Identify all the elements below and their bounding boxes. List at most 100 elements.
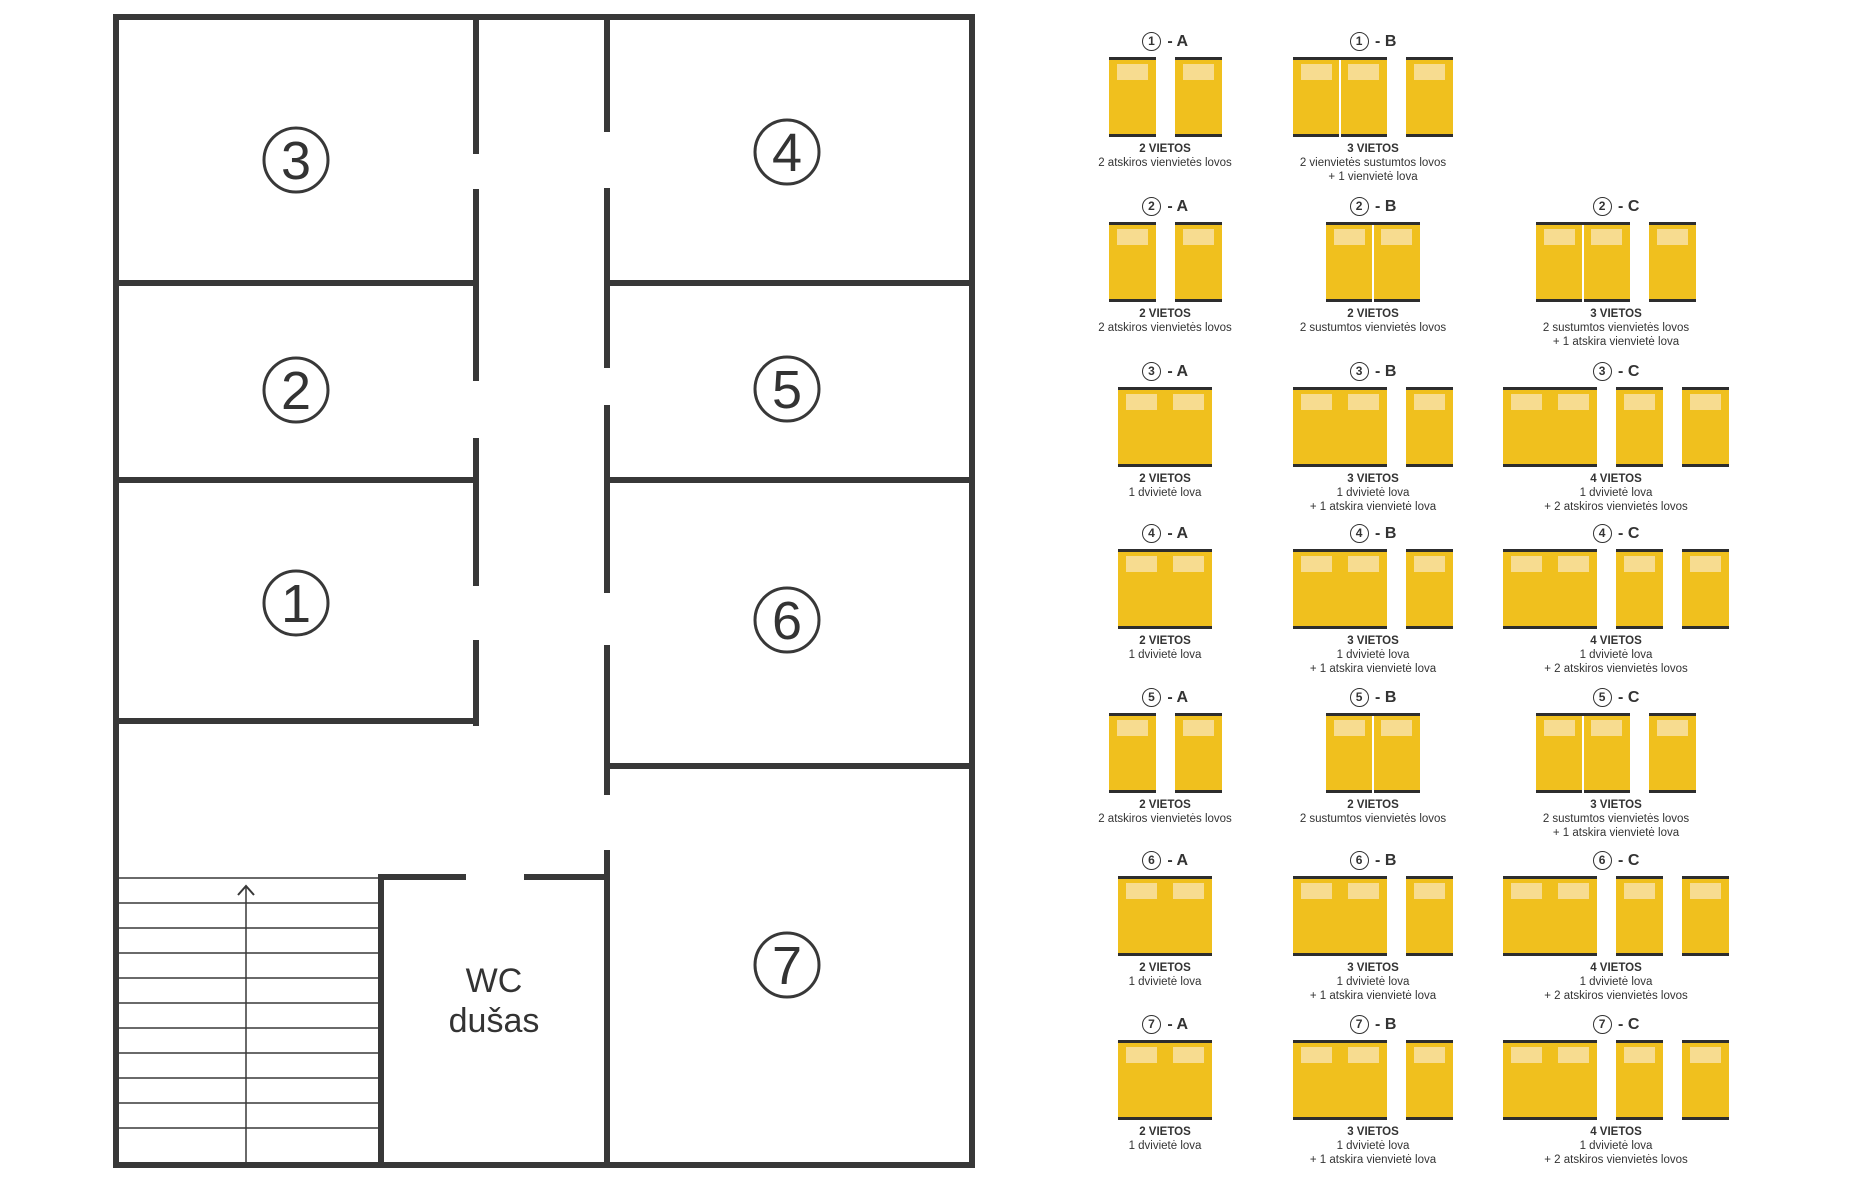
joined-single-beds-icon (1536, 713, 1630, 796)
bed-arrangement (1248, 549, 1498, 629)
pillow-icon (1690, 394, 1721, 410)
option-variant: C (1627, 689, 1640, 706)
room-number-badge: 5 (1592, 688, 1612, 707)
bed-description: 2 sustumtos vienvietės lovos (1299, 813, 1447, 825)
capacity-label: 2 VIETOS (1139, 1126, 1191, 1138)
pillow-icon (1414, 394, 1445, 410)
option-separator: - (1613, 1016, 1628, 1033)
double-bed-icon (1293, 387, 1387, 467)
option-heading: 6 - C (1491, 851, 1741, 871)
room-number-badge: 2 (1592, 197, 1612, 216)
bed-arrangement (1248, 713, 1498, 796)
room-number-badge: 6 (1141, 851, 1161, 870)
room-1-label: 1 (262, 569, 330, 637)
bed-description: 1 dvivietė lova (1128, 976, 1202, 988)
floor-plan: 3 4 2 5 1 6 7 WC dušas (113, 14, 975, 1168)
capacity-label: 3 VIETOS (1590, 799, 1642, 811)
pillow-icon (1173, 883, 1204, 899)
option-separator: - (1162, 33, 1177, 50)
room-number-badge: 2 (1349, 197, 1369, 216)
capacity-label: 4 VIETOS (1590, 962, 1642, 974)
bed-description: + 2 atskiros vienvietės lovos (1544, 663, 1688, 675)
option-heading: 6 - A (1040, 851, 1290, 871)
option-separator: - (1162, 198, 1177, 215)
option-heading: 3 - B (1248, 362, 1498, 382)
option-heading: 4 - B (1248, 524, 1498, 544)
capacity-label: 3 VIETOS (1347, 962, 1399, 974)
bed-description: 2 sustumtos vienvietės lovos (1542, 322, 1690, 334)
capacity-label: 3 VIETOS (1347, 635, 1399, 647)
pillow-icon (1334, 229, 1365, 245)
single-bed-icon (1616, 1040, 1663, 1120)
option-variant: B (1384, 33, 1397, 50)
bed-arrangement (1491, 876, 1741, 956)
room-labels: 3 4 2 5 1 6 7 WC dušas (262, 118, 821, 1040)
single-bed-icon (1406, 549, 1453, 629)
option-separator: - (1613, 363, 1628, 380)
bed-arrangement (1491, 549, 1741, 629)
pillow-icon (1126, 556, 1157, 572)
option-separator: - (1370, 33, 1385, 50)
bed-arrangement (1491, 713, 1741, 796)
capacity-label: 2 VIETOS (1347, 799, 1399, 811)
pillow-icon (1182, 229, 1214, 245)
room-divider (604, 763, 975, 769)
double-bed-icon (1503, 876, 1597, 956)
pillow-icon (1126, 394, 1157, 410)
option-variant: B (1384, 198, 1397, 215)
capacity-label: 3 VIETOS (1590, 308, 1642, 320)
pillow-icon (1511, 556, 1542, 572)
room-3-number: 3 (281, 131, 311, 191)
single-bed-icon (1682, 387, 1729, 467)
single-bed-icon (1616, 387, 1663, 467)
pillow-icon (1116, 229, 1148, 245)
bed-join-line (1582, 716, 1584, 796)
capacity-label: 4 VIETOS (1590, 635, 1642, 647)
pillow-icon (1348, 883, 1379, 899)
double-bed-icon (1118, 876, 1212, 956)
staircase (119, 877, 378, 1162)
joined-single-beds-icon (1536, 222, 1630, 305)
option-separator: - (1370, 852, 1385, 869)
pillow-icon (1173, 394, 1204, 410)
option-heading: 2 - B (1248, 197, 1498, 217)
corridor-wall-left (473, 14, 479, 154)
bed-arrangement (1040, 222, 1290, 302)
bed-arrangement (1491, 1040, 1741, 1120)
single-bed-icon (1682, 1040, 1729, 1120)
room-divider (113, 280, 479, 286)
pillow-icon (1624, 1047, 1655, 1063)
bed-arrangement (1040, 1040, 1290, 1120)
pillow-icon (1182, 720, 1214, 736)
room-number-badge: 1 (1349, 32, 1369, 51)
capacity-label: 2 VIETOS (1139, 308, 1191, 320)
option-variant: A (1176, 525, 1189, 542)
pillow-icon (1591, 720, 1622, 736)
shower-label: dušas (449, 1002, 540, 1040)
joined-single-beds-icon (1326, 713, 1420, 796)
double-bed-icon (1118, 1040, 1212, 1120)
room-4-number: 4 (772, 123, 802, 183)
option-separator: - (1162, 689, 1177, 706)
option-heading: 7 - C (1491, 1015, 1741, 1035)
bed-join-line (1582, 225, 1584, 305)
pillow-icon (1414, 64, 1445, 80)
pillow-icon (1126, 883, 1157, 899)
option-heading: 2 - A (1040, 197, 1290, 217)
option-heading: 6 - B (1248, 851, 1498, 871)
bed-description: 1 dvivietė lova (1336, 487, 1410, 499)
pillow-icon (1348, 394, 1379, 410)
capacity-label: 2 VIETOS (1347, 308, 1399, 320)
capacity-label: 2 VIETOS (1139, 799, 1191, 811)
pillow-icon (1657, 720, 1688, 736)
wc-label: WC (466, 962, 523, 1000)
option-separator: - (1162, 852, 1177, 869)
wc-wall (378, 874, 466, 880)
room-number-badge: 4 (1141, 524, 1161, 543)
